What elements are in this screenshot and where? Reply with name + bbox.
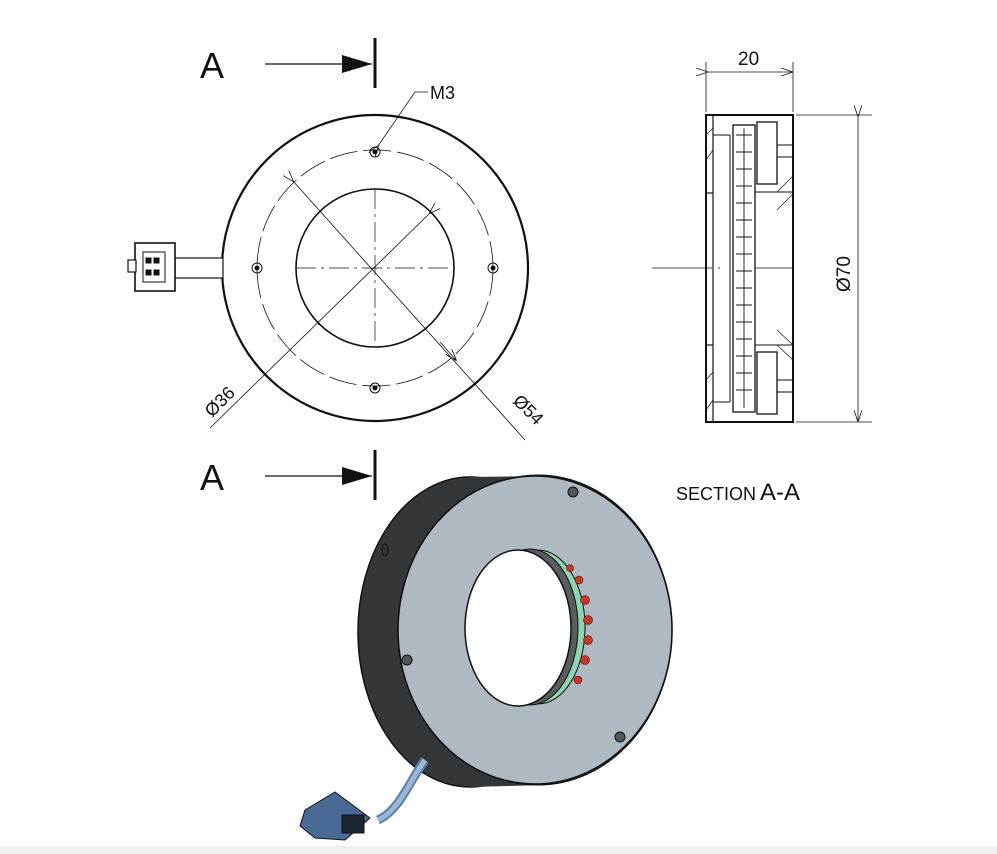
outer-diameter-label: Ø70 [834, 256, 855, 292]
section-prefix: SECTION [676, 484, 756, 504]
led-column [736, 128, 752, 408]
bottom-strip [0, 846, 997, 854]
section-marker-bottom: A [200, 450, 377, 500]
front-view [127, 91, 530, 441]
thread-label: M3 [430, 83, 455, 103]
center-aperture [464, 549, 572, 707]
iso-screws [401, 486, 626, 743]
section-letter-bottom: A [200, 457, 224, 498]
iso-connector [299, 791, 371, 841]
inner-diameter-label: Ø36 [201, 383, 239, 421]
leds [566, 564, 593, 685]
bolt-circle-label: Ø54 [509, 391, 547, 429]
width-dimension-label: 20 [738, 49, 759, 70]
section-letter-top: A [200, 45, 224, 86]
section-view [652, 62, 872, 423]
section-name: A-A [760, 479, 800, 506]
section-marker-top: A [200, 38, 377, 88]
isometric-view [299, 474, 673, 841]
